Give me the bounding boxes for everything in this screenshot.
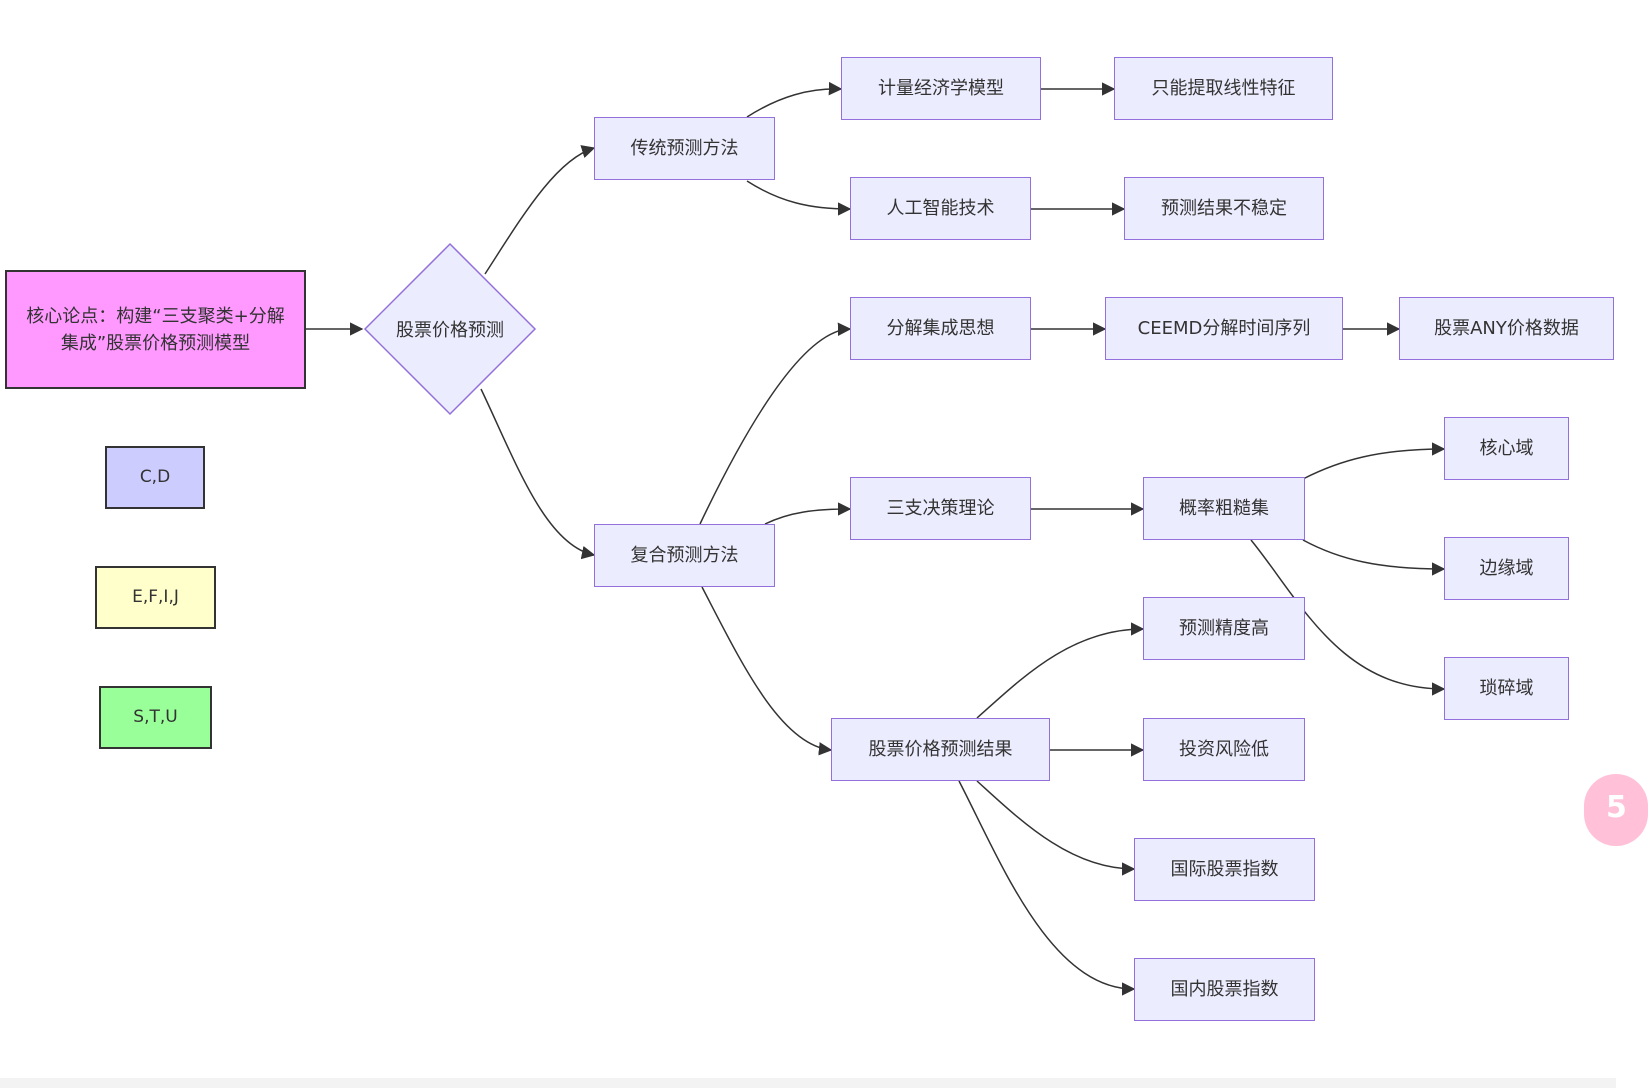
ai-tech-node[interactable]: 人工智能技术 <box>850 177 1031 240</box>
legend-efij-label: E,F,I,J <box>132 587 179 607</box>
floating-badge-glyph: 5 <box>1606 790 1627 825</box>
intl-index-label: 国际股票指数 <box>1170 859 1279 880</box>
edge-composite-to-three-way <box>764 502 852 525</box>
edge-result-to-high-accuracy <box>976 622 1145 719</box>
core-thesis-node[interactable]: 核心论点：构建“三支聚类+分解集成”股票价格预测模型 <box>5 270 306 389</box>
boundary-domain-node[interactable]: 边缘域 <box>1444 537 1569 600</box>
decomposition-idea-label: 分解集成思想 <box>886 318 995 339</box>
low-risk-node[interactable]: 投资风险低 <box>1143 718 1305 781</box>
edge-traditional-to-econometric <box>746 81 843 118</box>
ceemd-node[interactable]: CEEMD分解时间序列 <box>1105 297 1343 360</box>
linear-only-node[interactable]: 只能提取线性特征 <box>1114 57 1333 120</box>
intl-index-node[interactable]: 国际股票指数 <box>1134 838 1315 901</box>
domestic-index-label: 国内股票指数 <box>1170 979 1279 1000</box>
econometric-model-node[interactable]: 计量经济学模型 <box>841 57 1041 120</box>
composite-method-label: 复合预测方法 <box>630 545 739 566</box>
three-way-theory-label: 三支决策理论 <box>886 498 995 519</box>
high-accuracy-label: 预测精度高 <box>1179 618 1269 639</box>
ai-tech-label: 人工智能技术 <box>886 198 995 219</box>
edge-composite-to-decomposition <box>699 322 852 525</box>
core-thesis-label: 核心论点：构建“三支聚类+分解集成”股票价格预测模型 <box>26 305 285 354</box>
prob-rough-set-node[interactable]: 概率粗糙集 <box>1143 477 1305 540</box>
three-way-theory-node[interactable]: 三支决策理论 <box>850 477 1031 540</box>
diamond-shape <box>363 242 537 416</box>
legend-cd-label: C,D <box>139 467 171 487</box>
low-risk-label: 投资风险低 <box>1179 739 1269 760</box>
trivial-domain-node[interactable]: 琐碎域 <box>1444 657 1569 720</box>
edge-prediction-to-composite <box>480 388 596 560</box>
core-domain-node[interactable]: 核心域 <box>1444 417 1569 480</box>
legend-stu-label: S,T,U <box>133 707 178 727</box>
traditional-method-label: 传统预测方法 <box>630 138 739 159</box>
high-accuracy-node[interactable]: 预测精度高 <box>1143 597 1305 660</box>
stock-any-data-node[interactable]: 股票ANY价格数据 <box>1399 297 1614 360</box>
traditional-method-node[interactable]: 传统预测方法 <box>594 117 775 180</box>
composite-method-node[interactable]: 复合预测方法 <box>594 524 775 587</box>
stock-any-data-label: 股票ANY价格数据 <box>1434 318 1579 339</box>
edge-rough-set-to-trivial-domain <box>1250 539 1446 696</box>
ceemd-label: CEEMD分解时间序列 <box>1137 318 1311 339</box>
legend-efij-node[interactable]: E,F,I,J <box>95 566 216 629</box>
edge-rough-set-to-core-domain <box>1302 442 1446 480</box>
unstable-result-node[interactable]: 预测结果不稳定 <box>1124 177 1324 240</box>
edge-result-to-domestic-index <box>958 780 1136 996</box>
econometric-model-label: 计量经济学模型 <box>878 78 1004 99</box>
decomposition-idea-node[interactable]: 分解集成思想 <box>850 297 1031 360</box>
legend-stu-node[interactable]: S,T,U <box>99 686 212 749</box>
edge-result-to-intl-index <box>976 780 1136 876</box>
edge-rough-set-to-boundary-domain <box>1302 539 1446 576</box>
floating-badge-button[interactable] <box>1584 774 1648 846</box>
linear-only-label: 只能提取线性特征 <box>1151 78 1296 99</box>
legend-cd-node[interactable]: C,D <box>105 446 205 509</box>
stock-price-prediction-label: 股票价格预测 <box>396 320 504 341</box>
edge-traditional-to-ai <box>746 180 852 216</box>
unstable-result-label: 预测结果不稳定 <box>1161 198 1287 219</box>
edge-prediction-to-traditional <box>484 145 596 275</box>
trivial-domain-label: 琐碎域 <box>1479 678 1534 699</box>
edge-composite-to-prediction-result <box>701 586 833 756</box>
stock-price-prediction-decision[interactable]: 股票价格预测 <box>363 242 537 416</box>
boundary-domain-label: 边缘域 <box>1479 558 1534 579</box>
prediction-result-node[interactable]: 股票价格预测结果 <box>831 718 1050 781</box>
prob-rough-set-label: 概率粗糙集 <box>1179 498 1269 519</box>
core-domain-label: 核心域 <box>1479 438 1534 459</box>
domestic-index-node[interactable]: 国内股票指数 <box>1134 958 1315 1021</box>
bottom-edge-strip <box>0 1078 1616 1088</box>
prediction-result-label: 股票价格预测结果 <box>868 739 1013 760</box>
